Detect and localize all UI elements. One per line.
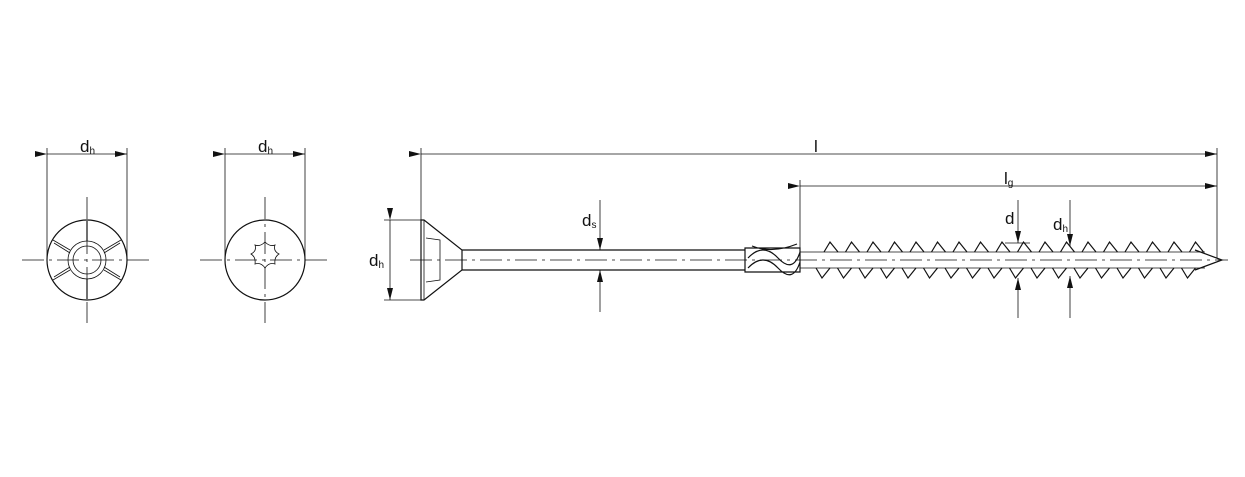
label-main: d: [369, 251, 378, 270]
label-sub: h: [1062, 224, 1068, 235]
thread-upper: [823, 240, 1204, 253]
label-main: d: [80, 137, 89, 156]
screw-side-view: l lg dh ds d dh: [369, 137, 1228, 318]
head-view-torx: dh: [200, 137, 330, 323]
label-sub: s: [591, 220, 596, 231]
milling-section: [744, 243, 801, 276]
label-core-diameter: dh: [1053, 215, 1068, 235]
label-dh-1: dh: [80, 137, 95, 157]
label-main: d: [582, 211, 591, 230]
label-thread-diameter: d: [1005, 209, 1014, 228]
label-length: l: [814, 137, 818, 156]
label-main: d: [1053, 215, 1062, 234]
thread-lower: [815, 267, 1196, 280]
label-main: d: [1005, 209, 1014, 228]
label-head-diameter: dh: [369, 251, 384, 271]
label-main: l: [1004, 169, 1008, 188]
label-thread-length: lg: [1004, 169, 1013, 189]
label-sub: h: [89, 146, 95, 157]
label-main: l: [814, 137, 818, 156]
label-main: d: [258, 137, 267, 156]
label-dh-2: dh: [258, 137, 273, 157]
label-sub: g: [1008, 178, 1014, 189]
head-view-ribbed: dh: [22, 137, 152, 323]
label-sub: h: [267, 146, 273, 157]
label-sub: h: [378, 260, 384, 271]
label-shank-diameter: ds: [582, 211, 596, 231]
